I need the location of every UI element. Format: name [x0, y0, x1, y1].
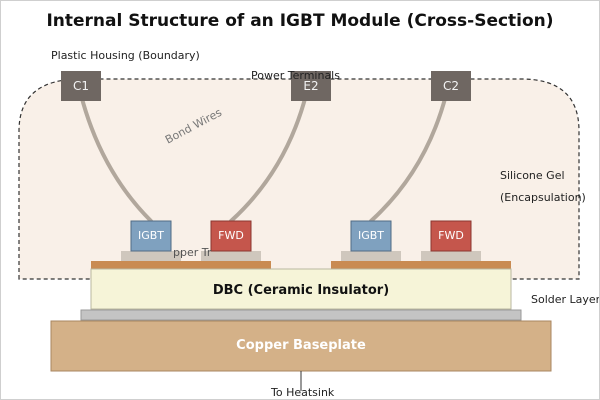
solder-pad-4 — [421, 251, 481, 261]
silicone-gel-sublabel: (Encapsulation) — [500, 191, 586, 204]
chip-fwd-2 — [430, 220, 472, 252]
to-heatsink-label: To Heatsink — [271, 386, 335, 399]
chip-igbt-2-label: IGBT — [357, 229, 385, 242]
dbc-ceramic — [90, 268, 512, 310]
copper-trace-left — [91, 261, 271, 269]
dbc-label: DBC (Ceramic Insulator) — [212, 283, 390, 298]
plastic-housing-boundary — [18, 78, 580, 280]
copper-baseplate-label: Copper Baseplate — [236, 338, 366, 353]
solder-pad-3 — [341, 251, 401, 261]
power-terminals-label: Power Terminals — [251, 69, 340, 82]
chip-igbt-1-label: IGBT — [137, 229, 165, 242]
copper-baseplate — [50, 320, 552, 372]
chip-igbt-2 — [350, 220, 392, 252]
bond-wire-3 — [369, 93, 448, 223]
solder-layer-label: Solder Layer — [531, 293, 600, 306]
chip-fwd-1-label: FWD — [218, 229, 244, 242]
terminal-c2-label: C2 — [442, 79, 459, 93]
bond-wire-1 — [79, 93, 153, 223]
solder-pad-1 — [121, 251, 181, 261]
solder-layer — [80, 309, 522, 321]
terminal-e2-label: E2 — [303, 79, 319, 93]
copper-trace-right — [331, 261, 511, 269]
terminal-e2 — [291, 71, 331, 101]
terminal-c1-label: C1 — [72, 79, 89, 93]
terminal-c1 — [61, 71, 101, 101]
diagram-title: Internal Structure of an IGBT Module (Cr… — [46, 11, 554, 31]
plastic-housing-label: Plastic Housing (Boundary) — [51, 49, 200, 62]
solder-pad-2 — [201, 251, 261, 261]
chip-fwd-2-label: FWD — [438, 229, 464, 242]
terminal-c2 — [431, 71, 471, 101]
bond-wire-2 — [229, 93, 308, 223]
chip-igbt-1 — [130, 220, 172, 252]
copper-traces-label: pper Tr — [173, 246, 212, 259]
silicone-gel-label: Silicone Gel — [500, 169, 565, 182]
chip-fwd-1 — [210, 220, 252, 252]
